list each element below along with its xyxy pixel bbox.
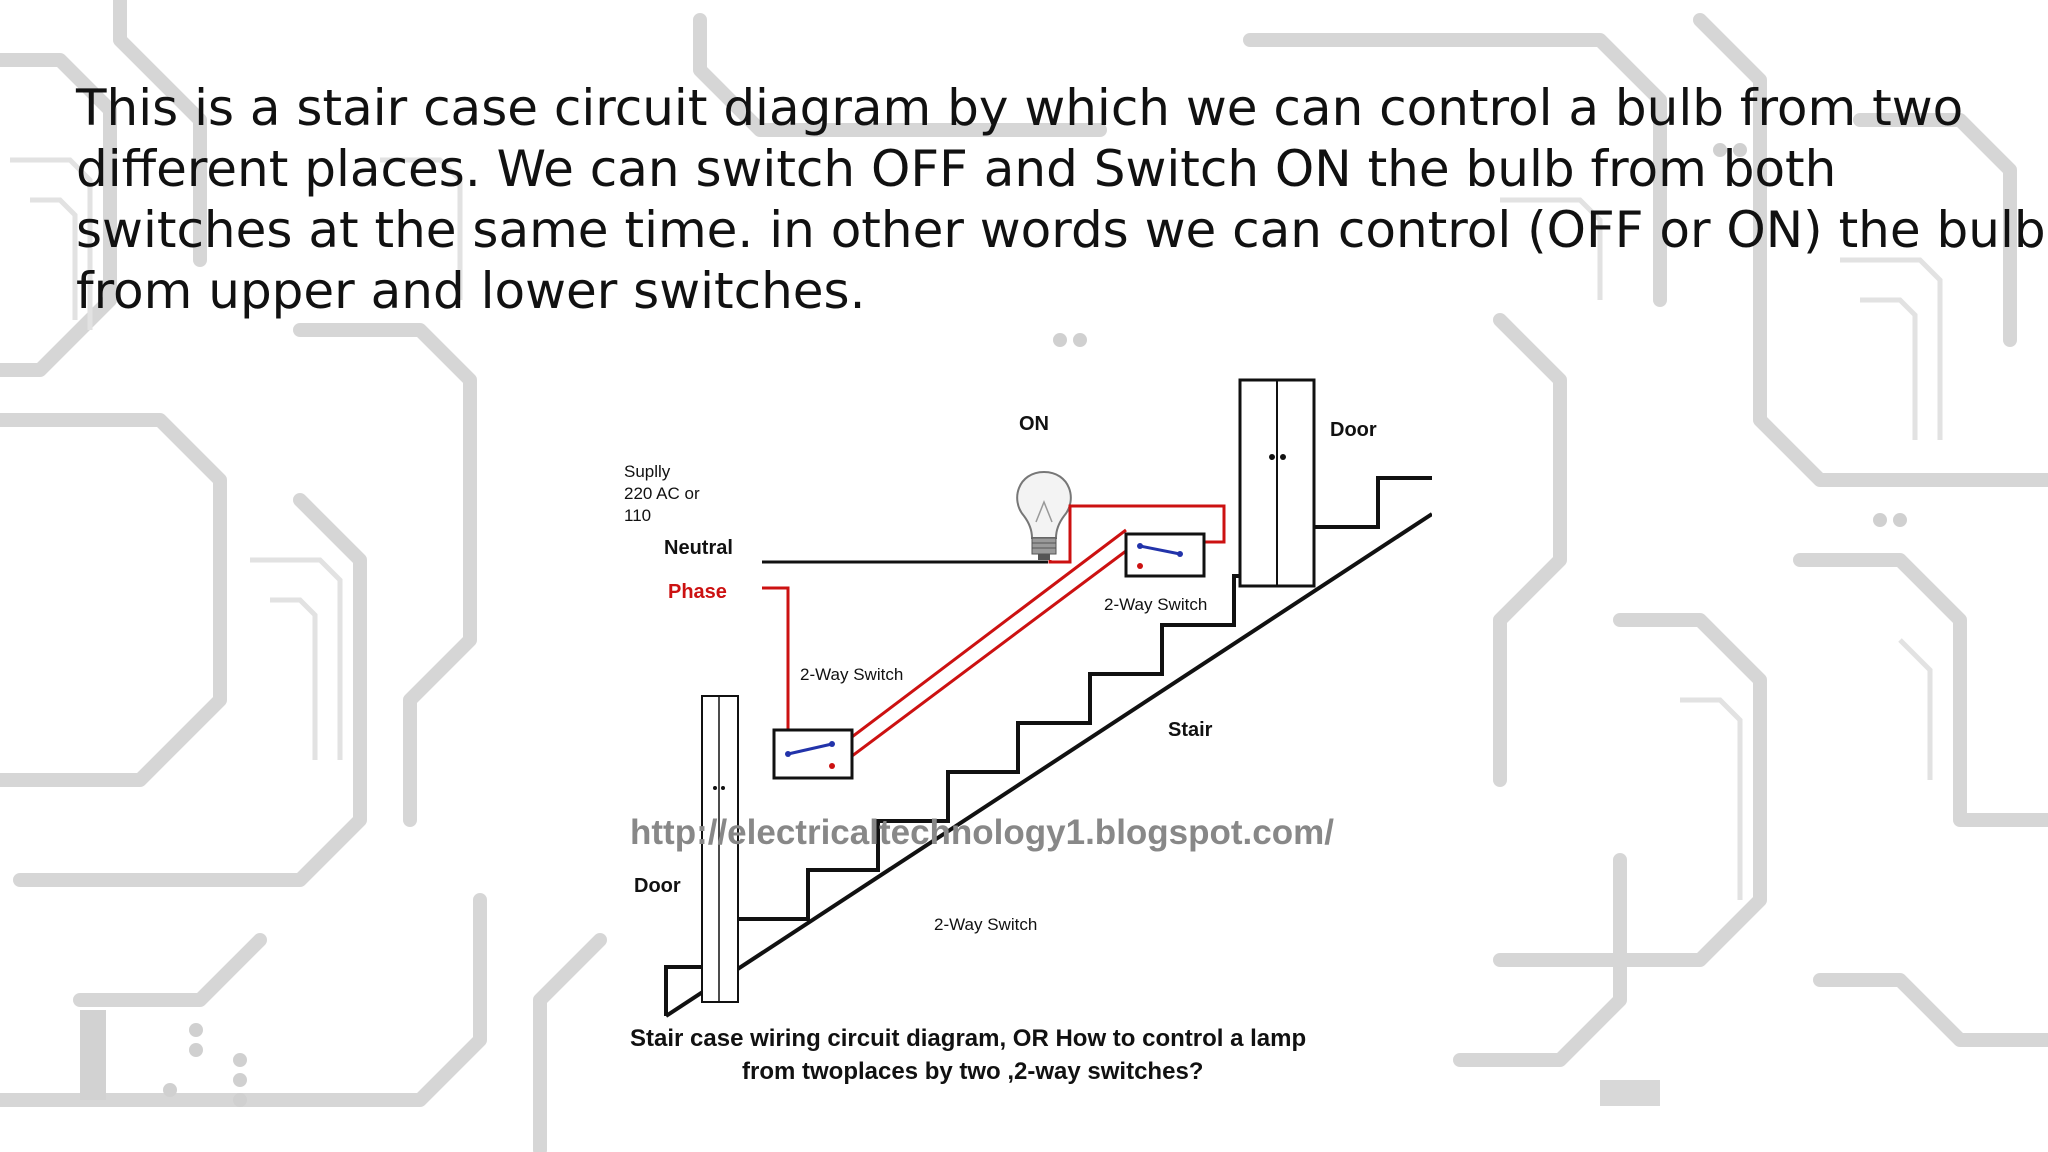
stair-slope [664,512,1432,1018]
staircase-wiring-diagram: Suplly 220 AC or 110 Neutral Phase ON Do… [618,362,1432,1092]
caption-line-1: Stair case wiring circuit diagram, OR Ho… [630,1025,1306,1052]
website-watermark: http://electricaltechnology1.blogspot.co… [630,813,1334,852]
supply-label-line-1: Suplly [624,462,671,481]
neutral-label: Neutral [664,537,733,559]
phase-label: Phase [668,581,727,603]
caption-line-2: from twoplaces by two ,2-way switches? [742,1058,1203,1085]
bulb-icon [1016,470,1072,560]
door-top-icon [1238,378,1316,588]
switch-upper-label: 2-Way Switch [1104,595,1207,614]
supply-label-line-2: 220 AC or [624,484,700,503]
switch-bottom-label: 2-Way Switch [934,915,1037,934]
paragraph-line-4: from upper and lower switches. [76,262,866,320]
paragraph-line-3: switches at the same time. in other word… [76,201,2046,259]
switch-lower-label: 2-Way Switch [800,665,903,684]
switch-lower-icon [772,728,854,780]
on-label: ON [1019,413,1049,435]
paragraph-line-1: This is a stair case circuit diagram by … [76,79,1964,137]
slide-paragraph: This is a stair case circuit diagram by … [76,78,2046,322]
door-bottom-label: Door [634,875,681,897]
supply-label-line-3: 110 [624,506,651,525]
paragraph-line-2: different places. We can switch OFF and … [76,140,1837,198]
switch-upper-icon [1124,532,1206,578]
door-bottom-icon [701,695,739,1003]
stair-label: Stair [1168,719,1213,741]
door-top-label: Door [1330,419,1377,441]
